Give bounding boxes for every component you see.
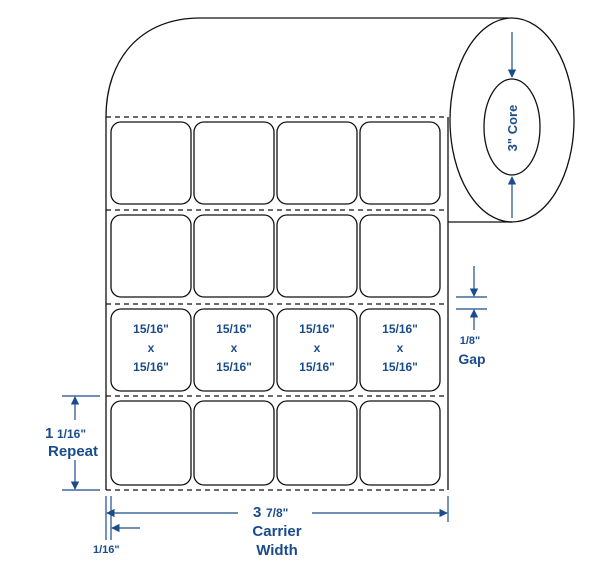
label-cell: [193, 400, 275, 486]
label-cell: [193, 214, 275, 298]
label-size-line2: 15/16": [299, 360, 335, 374]
repeat-value-whole: 1: [45, 425, 53, 442]
label-size-x: x: [397, 341, 404, 355]
repeat-value-frac: 1/16": [57, 427, 86, 441]
label-size-x: x: [231, 341, 238, 355]
carrier-width-label2: Width: [256, 542, 298, 559]
label-cell: [276, 214, 358, 298]
carrier-width-label1: Carrier: [252, 523, 301, 540]
labels-grid: [110, 121, 441, 486]
roll-body: [105, 17, 575, 490]
carrier-width-dimension: 3 7/8" Carrier Width: [105, 496, 449, 559]
label-cell: [359, 214, 441, 298]
carrier-width-frac: 7/8": [266, 506, 288, 520]
label-size-line1: 15/16": [382, 322, 418, 336]
repeat-dimension: 1 1/16" Repeat: [45, 395, 100, 491]
label-size-line1: 15/16": [299, 322, 335, 336]
gap-label: Gap: [458, 351, 485, 367]
label-cell: [359, 121, 441, 205]
label-cell: [276, 400, 358, 486]
side-margin-value: 1/16": [93, 544, 120, 556]
label-cell: [276, 308, 358, 392]
label-size-line2: 15/16": [382, 360, 418, 374]
label-cell: [110, 308, 192, 392]
gap-value: 1/8": [460, 335, 481, 347]
label-cell: [359, 400, 441, 486]
side-margin-dimension: 1/16": [93, 496, 140, 556]
gap-dimension: 1/8" Gap: [456, 266, 487, 367]
label-size-line2: 15/16": [216, 360, 252, 374]
core-label: 3" Core: [505, 105, 520, 152]
core-ellipse: [483, 78, 541, 176]
label-size-x: x: [314, 341, 321, 355]
label-cell: [110, 400, 192, 486]
label-cell: [193, 121, 275, 205]
label-size-line1: 15/16": [216, 322, 252, 336]
label-size-texts: 15/16" x 15/16" 15/16" x 15/16" 15/16" x…: [133, 322, 418, 374]
label-size-x: x: [148, 341, 155, 355]
label-cell: [276, 121, 358, 205]
repeat-label: Repeat: [48, 443, 98, 460]
core: 3" Core: [483, 32, 541, 218]
label-cell: [110, 121, 192, 205]
label-size-line1: 15/16": [133, 322, 169, 336]
perforation-lines: [106, 116, 448, 491]
label-cell: [193, 308, 275, 392]
label-cell: [359, 308, 441, 392]
carrier-width-whole: 3: [253, 504, 261, 521]
label-size-line2: 15/16": [133, 360, 169, 374]
label-cell: [110, 214, 192, 298]
